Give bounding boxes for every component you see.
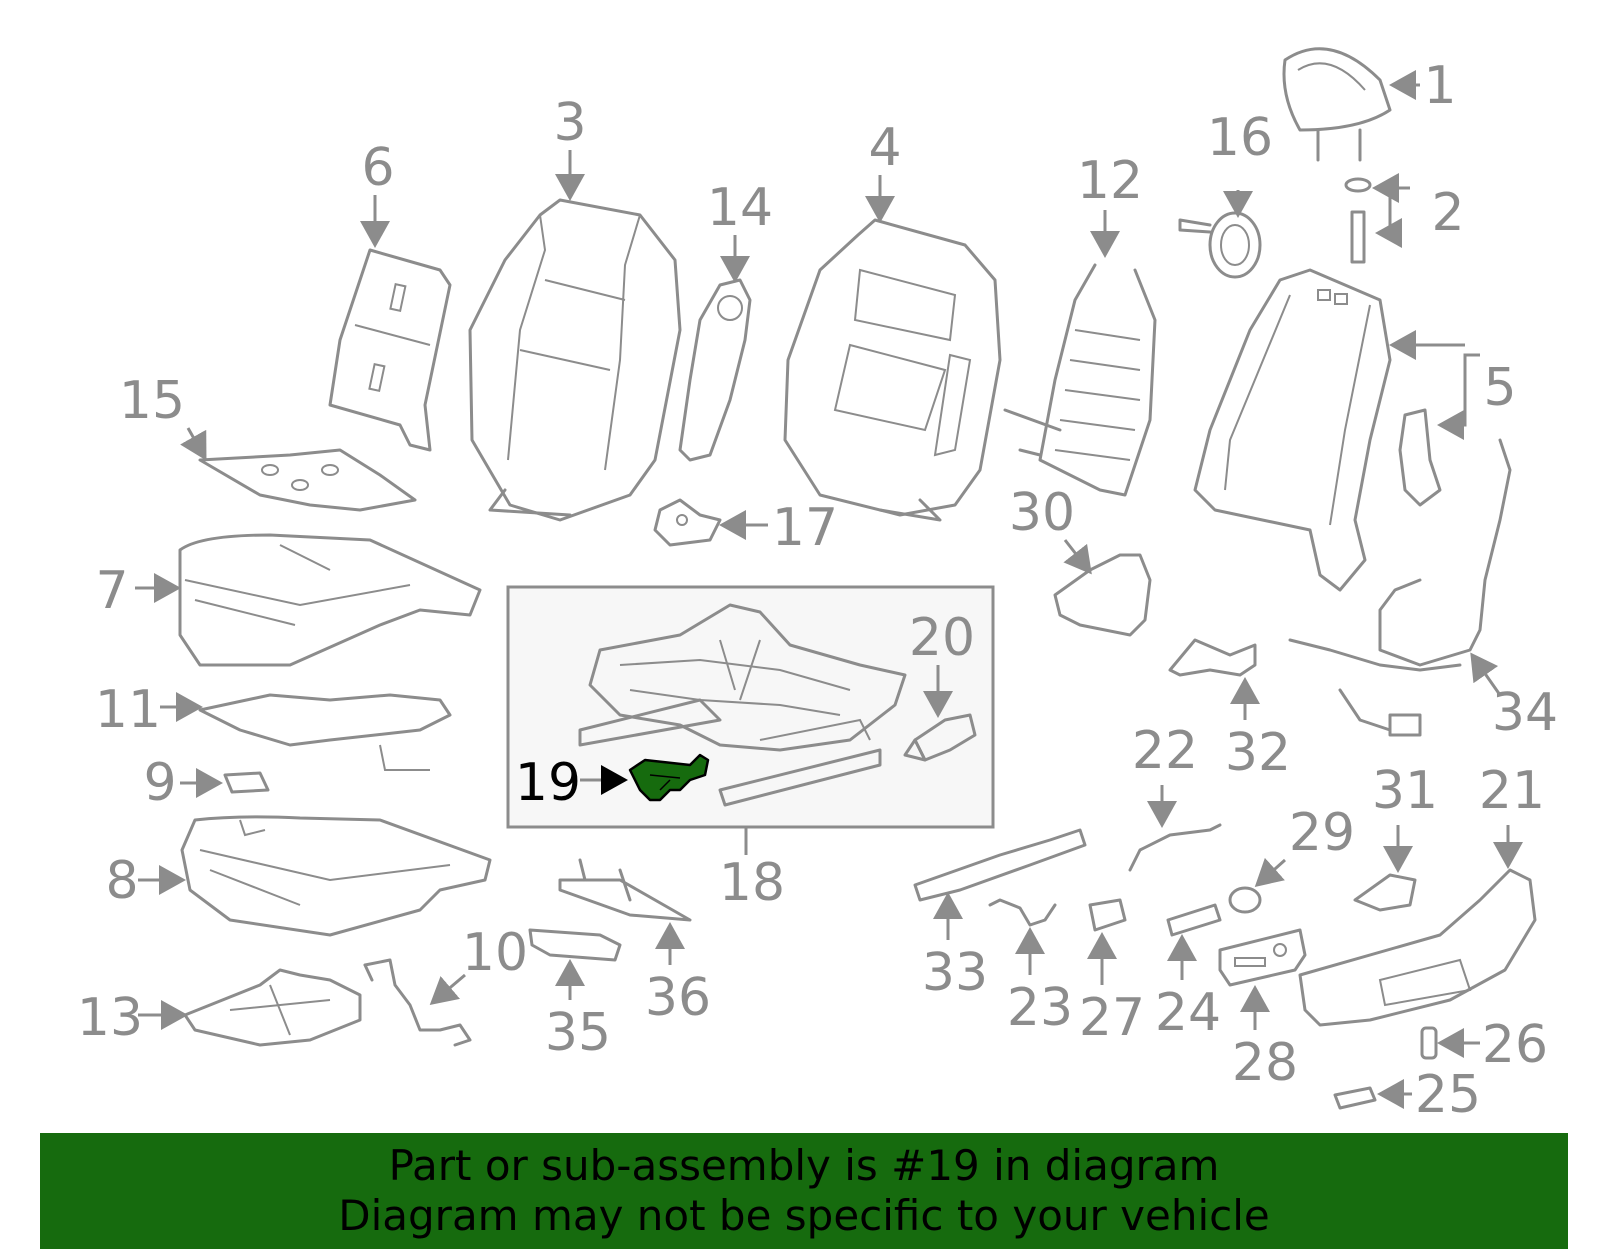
part-17-bracket xyxy=(653,498,722,547)
part-1-headrest xyxy=(1282,47,1392,162)
callout-22: 22 xyxy=(1132,721,1198,781)
assembly-18-box xyxy=(506,585,995,829)
part-23-bracket xyxy=(988,898,1057,927)
callout-8: 8 xyxy=(105,851,138,911)
part-8-cushion-pad xyxy=(180,815,492,937)
part-5-recliner-motor xyxy=(1398,408,1442,507)
part-11-cushion-plate xyxy=(198,693,452,771)
callout-1: 1 xyxy=(1423,56,1456,116)
part-25-knob xyxy=(1333,1086,1377,1110)
part-9-pad xyxy=(223,771,270,794)
part-3-seatback-cover xyxy=(468,198,682,522)
callout-28: 28 xyxy=(1232,1033,1298,1093)
part-32-bracket xyxy=(1168,638,1257,677)
callout-5: 5 xyxy=(1483,358,1516,418)
part-21-side-shield xyxy=(1298,868,1537,1027)
callout-35: 35 xyxy=(545,1003,611,1063)
callout-26: 26 xyxy=(1482,1015,1548,1075)
part-29-knob xyxy=(1228,886,1262,914)
callout-36: 36 xyxy=(645,968,711,1028)
part-4-seatback-pad xyxy=(783,218,1002,522)
part-28-switch-panel xyxy=(1218,928,1307,987)
part-13-base-plate xyxy=(183,968,362,1047)
part-30-cover xyxy=(1053,553,1152,637)
callout-19: 19 xyxy=(515,753,581,813)
callout-2: 2 xyxy=(1431,183,1464,243)
callout-29: 29 xyxy=(1289,803,1355,863)
callout-15: 15 xyxy=(119,371,185,431)
callout-23: 23 xyxy=(1007,978,1073,1038)
part-27-switch xyxy=(1088,898,1127,932)
part-24-switch xyxy=(1166,903,1222,937)
part-15-mat xyxy=(198,448,417,512)
part-7-cushion-cover xyxy=(178,533,482,667)
callout-6: 6 xyxy=(361,138,394,198)
callout-7: 7 xyxy=(95,561,128,621)
info-banner: Part or sub-assembly is #19 in diagram D… xyxy=(40,1133,1568,1249)
callout-21: 21 xyxy=(1479,761,1545,821)
banner-line-1: Part or sub-assembly is #19 in diagram xyxy=(388,1141,1220,1190)
callout-12: 12 xyxy=(1077,151,1143,211)
callout-16: 16 xyxy=(1207,108,1273,168)
callout-18: 18 xyxy=(719,853,785,913)
callout-labels: 1 2 3 4 5 6 7 8 9 10 11 12 13 14 15 16 1… xyxy=(77,56,1558,1125)
part-31-bracket xyxy=(1353,873,1417,912)
part-6-back-panel xyxy=(328,248,452,452)
part-26-knob xyxy=(1420,1026,1438,1060)
part-34-harness xyxy=(1288,438,1512,737)
part-10-harness xyxy=(363,958,472,1047)
callout-20: 20 xyxy=(909,608,975,668)
callout-34: 34 xyxy=(1492,683,1558,743)
part-5-frame xyxy=(1193,268,1392,592)
part-19-highlighted xyxy=(628,753,710,802)
part-2-guides xyxy=(1344,177,1372,264)
callout-9: 9 xyxy=(143,753,176,813)
callout-24: 24 xyxy=(1155,983,1221,1043)
banner-line-2: Diagram may not be specific to your vehi… xyxy=(338,1191,1270,1240)
part-14-side-panel xyxy=(678,278,752,462)
callout-25: 25 xyxy=(1415,1065,1481,1125)
callout-30: 30 xyxy=(1009,483,1075,543)
part-22-cable xyxy=(1128,823,1222,872)
callout-14: 14 xyxy=(707,178,773,238)
part-16-ring xyxy=(1178,211,1262,279)
callout-32: 32 xyxy=(1225,723,1291,783)
callout-31: 31 xyxy=(1372,761,1438,821)
callout-10: 10 xyxy=(462,923,528,983)
callout-27: 27 xyxy=(1079,988,1145,1048)
callout-4: 4 xyxy=(868,118,901,178)
leader-lines xyxy=(135,70,1523,1109)
callout-11: 11 xyxy=(95,680,161,740)
part-35-trim xyxy=(528,928,622,962)
callout-13: 13 xyxy=(77,988,143,1048)
part-33-track-cover xyxy=(913,828,1087,902)
callout-3: 3 xyxy=(553,93,586,153)
part-18-seat-track xyxy=(578,603,907,807)
part-36-rail xyxy=(558,858,692,922)
callout-17: 17 xyxy=(772,498,838,558)
part-20-motor xyxy=(903,713,977,762)
part-12-spring-mat xyxy=(1003,263,1157,497)
callout-33: 33 xyxy=(922,943,988,1003)
